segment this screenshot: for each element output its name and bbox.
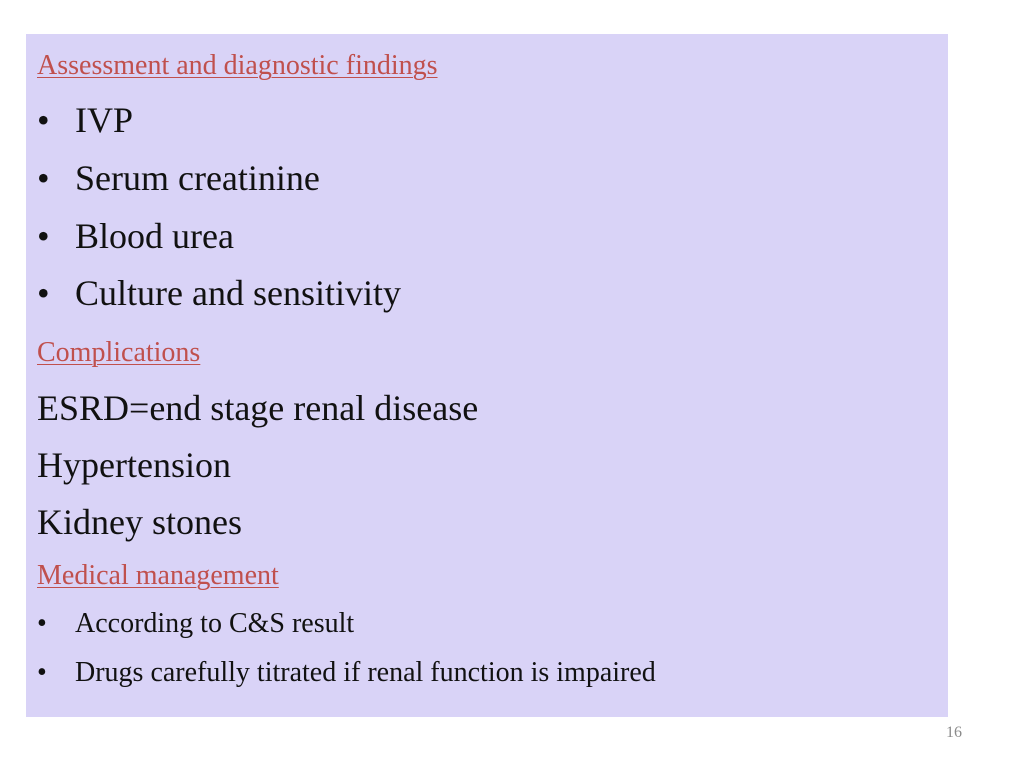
bullet-icon: •: [37, 273, 50, 313]
list-item: • Drugs carefully titrated if renal func…: [37, 656, 656, 690]
bullet-icon: •: [37, 608, 47, 639]
list-item: • IVP: [37, 98, 133, 142]
complication-line: Kidney stones: [37, 502, 242, 542]
list-item: • Culture and sensitivity: [37, 271, 401, 315]
page-number: 16: [946, 724, 962, 741]
list-item-label: According to C&S result: [75, 608, 355, 639]
complications-heading: Complications: [37, 337, 201, 368]
complication-line: Hypertension: [37, 445, 231, 485]
list-item-label: Blood urea: [75, 216, 234, 256]
bullet-icon: •: [37, 158, 50, 198]
slide-content-panel: Assessment and diagnostic findings • IVP…: [26, 34, 948, 717]
bullet-icon: •: [37, 100, 50, 140]
list-item: • Serum creatinine: [37, 156, 320, 200]
complication-line: ESRD=end stage renal disease: [37, 388, 479, 428]
list-item-label: IVP: [75, 100, 134, 140]
list-item-label: Drugs carefully titrated if renal functi…: [75, 657, 656, 688]
list-item: • Blood urea: [37, 214, 234, 258]
bullet-icon: •: [37, 657, 47, 688]
assessment-heading: Assessment and diagnostic findings: [37, 50, 438, 81]
list-item-label: Culture and sensitivity: [75, 273, 401, 313]
list-item-label: Serum creatinine: [75, 158, 320, 198]
bullet-icon: •: [37, 216, 50, 256]
management-heading: Medical management: [37, 560, 279, 591]
list-item: • According to C&S result: [37, 607, 354, 641]
